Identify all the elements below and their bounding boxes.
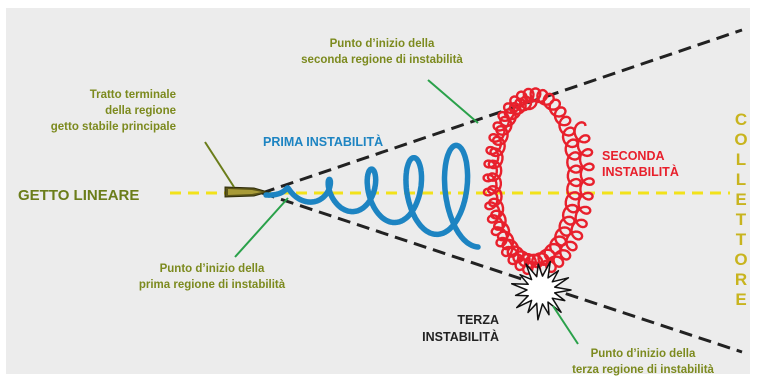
pointer-line-third xyxy=(552,305,579,345)
label-punto-seconda-line2: seconda regione di instabilità xyxy=(301,54,463,66)
pointer-line-first xyxy=(234,197,289,258)
label-terza-line1: TERZA xyxy=(457,313,499,327)
collettore-letter: L xyxy=(736,170,746,189)
third-instability-burst xyxy=(510,260,572,321)
label-tratto-line1: Tratto terminale xyxy=(90,89,176,101)
label-prima-instabilita: PRIMA INSTABILITÀ xyxy=(263,134,383,149)
label-seconda-line1: SECONDA xyxy=(602,149,665,163)
pointer-line-tratto xyxy=(204,141,235,188)
collettore-letter: L xyxy=(736,150,746,169)
cone-upper-line xyxy=(261,28,743,195)
collettore-letter: R xyxy=(735,270,747,289)
collettore-letter: C xyxy=(735,110,747,129)
collettore-letter: T xyxy=(736,230,747,249)
label-seconda-line2: INSTABILITÀ xyxy=(602,164,679,179)
collettore-letter: E xyxy=(735,190,746,209)
label-punto-seconda-line1: Punto d’inizio della xyxy=(330,38,435,50)
nozzle-icon xyxy=(224,186,270,198)
collettore-letter: E xyxy=(735,290,746,309)
collettore-letter: O xyxy=(734,250,747,269)
label-tratto-line2: della regione xyxy=(105,105,176,117)
collettore-letter: T xyxy=(736,210,747,229)
cone-lower-line xyxy=(261,191,743,354)
label-tratto-line3: getto stabile principale xyxy=(51,121,176,133)
second-instability-helix xyxy=(482,87,595,277)
label-punto-prima-line2: prima regione di instabilità xyxy=(139,279,286,291)
collettore-letter: O xyxy=(734,130,747,149)
pointer-line-second xyxy=(427,79,479,124)
label-punto-terza-line1: Punto d’inizio della xyxy=(591,348,696,360)
first-instability-helix xyxy=(263,142,481,250)
label-getto-lineare: GETTO LINEARE xyxy=(18,187,139,204)
label-punto-prima-line1: Punto d’inizio della xyxy=(160,263,265,275)
label-terza-line2: INSTABILITÀ xyxy=(422,329,499,344)
label-punto-terza-line2: terza regione di instabilità xyxy=(572,364,714,376)
